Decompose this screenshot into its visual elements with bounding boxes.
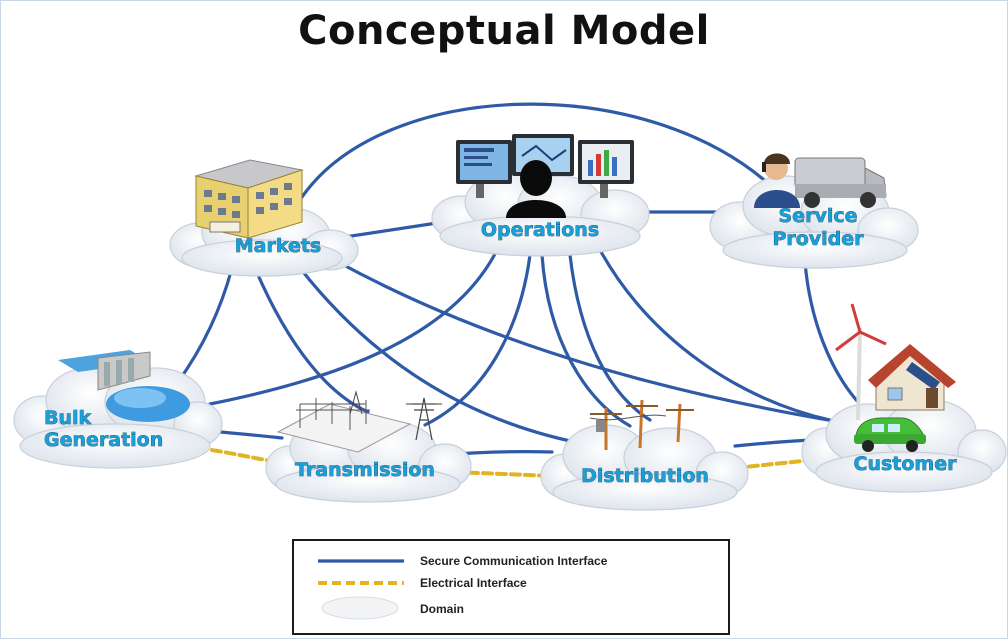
- link-operations-distribution-b: [568, 253, 652, 422]
- building-icon: [194, 159, 304, 239]
- label-transmission: Transmission: [295, 459, 435, 481]
- link-markets-bulk-generation: [170, 266, 234, 392]
- label-bulk-generation-line1: Bulk: [44, 407, 92, 429]
- label-service-provider-line2: Provider: [772, 228, 864, 250]
- electrical-line-swatch: [318, 581, 404, 585]
- electrical-distribution-customer: [733, 458, 814, 470]
- electrical-bulk-transmission: [196, 446, 280, 464]
- transmission-tower-icon: [406, 397, 442, 441]
- link-markets-transmission: [253, 266, 370, 414]
- label-distribution: Distribution: [581, 465, 709, 487]
- domain-swatch: [321, 596, 399, 620]
- label-customer: Customer: [854, 453, 958, 475]
- link-markets-service-provider: [298, 102, 772, 202]
- label-operations: Operations: [481, 219, 599, 241]
- link-markets-distribution: [298, 266, 592, 447]
- link-operations-transmission: [423, 253, 532, 427]
- electrical-transmission-distribution: [453, 470, 554, 478]
- cloud-customer: [801, 399, 1007, 493]
- service-provider-icon: [754, 153, 887, 208]
- secure-line-swatch: [318, 559, 404, 563]
- substation-icon: [276, 390, 412, 453]
- legend-electrical-label: Electrical Interface: [420, 576, 527, 590]
- link-operations-bulk-generation: [208, 250, 498, 406]
- legend-row-secure: Secure Communication Interface: [294, 551, 728, 573]
- legend-row-domain: Domain: [294, 596, 728, 621]
- label-markets: Markets: [235, 235, 322, 257]
- label-service-provider-line1: Service: [779, 205, 858, 227]
- dam-icon: [58, 350, 190, 422]
- control-room-icon: [456, 134, 634, 218]
- house-icon: [835, 303, 956, 421]
- legend-domain-label: Domain: [420, 602, 465, 616]
- link-markets-customer: [336, 260, 842, 424]
- page-title: Conceptual Model: [298, 8, 710, 54]
- utility-pole-icon: [589, 399, 694, 450]
- legend-secure-label: Secure Communication Interface: [420, 554, 608, 568]
- car-icon: [854, 417, 926, 452]
- label-bulk-generation-line2: Generation: [44, 429, 163, 451]
- link-distribution-customer: [733, 438, 814, 448]
- cloud-distribution: [540, 424, 749, 511]
- link-operations-distribution-a: [540, 253, 632, 428]
- legend-row-electrical: Electrical Interface: [294, 573, 728, 595]
- link-operations-customer: [598, 248, 832, 422]
- link-service-provider-customer: [803, 260, 860, 404]
- legend: Secure Communication Interface Electrica…: [292, 539, 730, 635]
